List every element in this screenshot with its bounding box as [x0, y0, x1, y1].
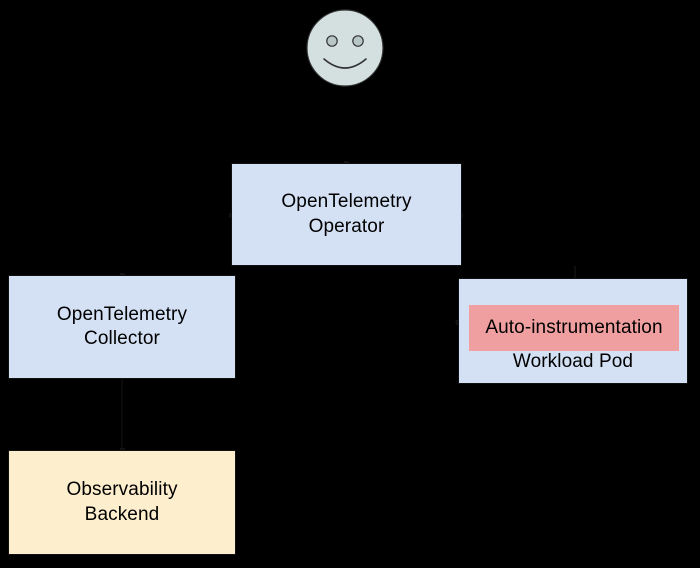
connection-point-operator-top	[344, 161, 349, 163]
node-observability-backend[interactable]: Observability Backend	[8, 450, 236, 555]
node-opentelemetry-collector[interactable]: OpenTelemetry Collector	[8, 275, 236, 379]
smiley-face-svg	[306, 9, 384, 87]
node-auto-instrumentation[interactable]: Auto-instrumentation	[469, 305, 679, 351]
connection-point-operator-left	[229, 213, 231, 218]
connection-point-backend-top	[120, 448, 125, 450]
connection-point-collector-top	[120, 273, 125, 275]
node-opentelemetry-operator[interactable]: OpenTelemetry Operator	[231, 163, 462, 266]
smiley-face-icon	[306, 9, 384, 87]
connection-point-operator-right	[461, 213, 463, 218]
connection-point-pod-left	[456, 320, 458, 325]
